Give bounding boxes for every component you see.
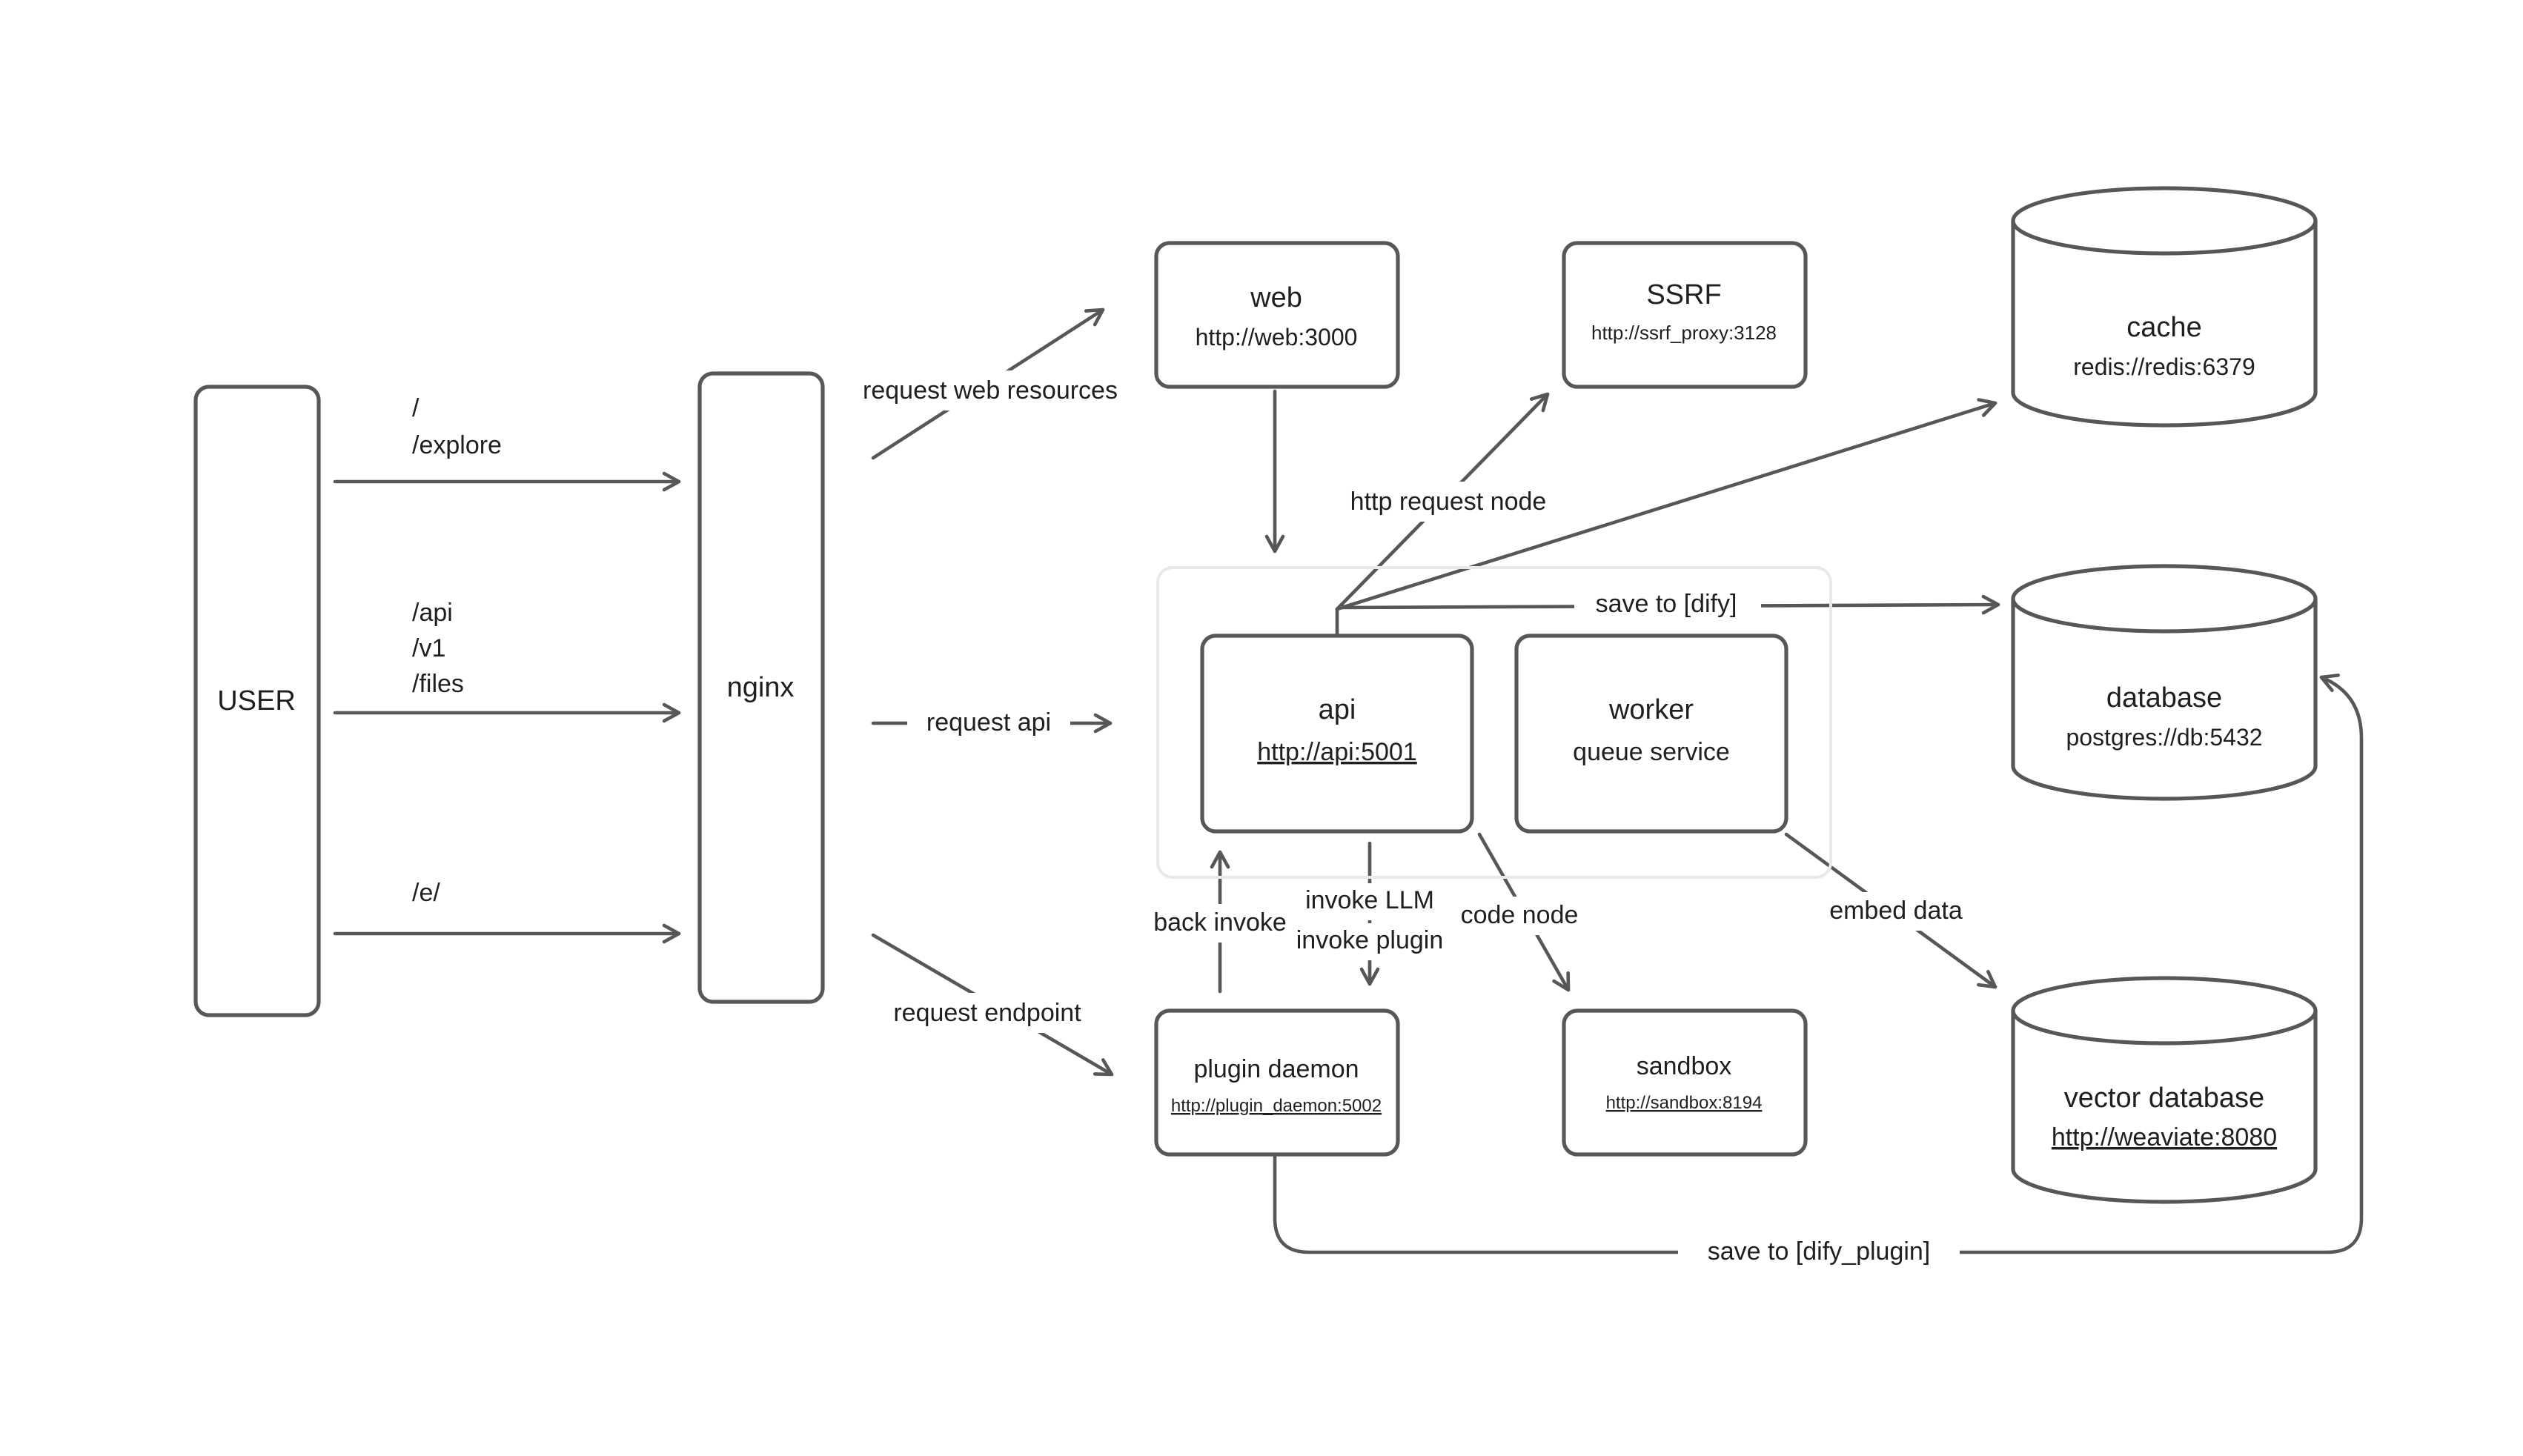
node-sandbox: sandbox http://sandbox:8194: [1562, 1008, 1808, 1157]
vector-database-title: vector database: [2064, 1083, 2264, 1114]
edge-label-user-root: /: [412, 394, 420, 422]
plugin-daemon-title: plugin daemon: [1193, 1055, 1359, 1083]
database-cylinder-body: [2011, 599, 2318, 801]
edge-label-user-explore: /explore: [412, 431, 502, 459]
api-title: api: [1319, 694, 1356, 725]
ssrf-box: [1562, 241, 1808, 389]
label-backplate: [1331, 482, 1565, 522]
plugin-daemon-url: http://plugin_daemon:5002: [1171, 1096, 1382, 1116]
nginx-box: [697, 371, 825, 1004]
diagram-edge-labels: / /explore /api /v1 /files /e/ request w…: [412, 370, 1970, 1271]
edge-api-cache: [1335, 398, 1997, 611]
nginx-label: nginx: [727, 672, 795, 703]
edge-label-user-api: /api: [412, 599, 453, 627]
node-api: api http://api:5001: [1200, 634, 1474, 834]
web-box: [1154, 241, 1400, 389]
worker-subtitle: queue service: [1573, 738, 1730, 766]
node-ssrf: SSRF http://ssrf_proxy:3128: [1562, 241, 1808, 389]
sandbox-box: [1562, 1008, 1808, 1157]
edge-label-user-v1: /v1: [412, 634, 445, 662]
diagram-nodes: USER nginx web http://web:3000 SSRF http…: [193, 186, 2318, 1204]
edge-label-embed-data: embed data: [1829, 897, 1963, 925]
label-backplate: [1454, 897, 1586, 935]
edge-label-invoke-llm: invoke LLM: [1305, 886, 1434, 914]
node-vector-database: vector database http://weaviate:8080: [2011, 976, 2318, 1204]
label-backplate: [1299, 883, 1441, 920]
worker-box: [1514, 634, 1788, 834]
label-backplate: [1678, 1231, 1960, 1271]
vector-database-cylinder-top: [2011, 976, 2318, 1046]
ssrf-url: http://ssrf_proxy:3128: [1591, 322, 1777, 344]
node-user: USER: [193, 385, 321, 1017]
database-url: postgres://db:5432: [2066, 724, 2262, 751]
edge-label-invoke-plugin: invoke plugin: [1296, 926, 1443, 954]
edge-label-request-web-resources: request web resources: [863, 376, 1118, 405]
edge-label-http-request-node: http request node: [1350, 488, 1547, 516]
edge-label-code-node: code node: [1461, 901, 1579, 929]
edge-label-request-api: request api: [926, 708, 1051, 737]
sandbox-url: http://sandbox:8194: [1606, 1093, 1763, 1113]
cache-cylinder-top: [2011, 186, 2318, 256]
edge-label-back-invoke: back invoke: [1153, 908, 1287, 937]
cache-title: cache: [2126, 312, 2201, 343]
ssrf-title: SSRF: [1646, 279, 1721, 310]
api-worker-container: [1156, 566, 1832, 879]
node-database: database postgres://db:5432: [2011, 564, 2318, 801]
label-backplate: [1284, 923, 1456, 960]
api-box: [1200, 634, 1474, 834]
edge-label-user-e: /e/: [412, 879, 440, 907]
web-title: web: [1250, 282, 1302, 313]
web-url: http://web:3000: [1196, 324, 1358, 350]
node-cache: cache redis://redis:6379: [2011, 186, 2318, 428]
database-cylinder-top: [2011, 564, 2318, 634]
node-nginx: nginx: [697, 371, 825, 1004]
node-worker: worker queue service: [1514, 634, 1788, 834]
worker-title: worker: [1608, 694, 1694, 725]
database-title: database: [2106, 682, 2222, 714]
label-backplate: [1144, 904, 1296, 943]
sandbox-title: sandbox: [1637, 1052, 1732, 1080]
user-label: USER: [217, 685, 296, 717]
label-backplate: [845, 993, 1131, 1033]
label-backplate: [848, 370, 1133, 410]
label-backplate: [907, 702, 1070, 742]
label-backplate: [1822, 892, 1970, 931]
node-plugin-daemon: plugin daemon http://plugin_daemon:5002: [1154, 1008, 1400, 1157]
user-box: [193, 385, 321, 1017]
edge-plugin-daemon-database: [1273, 674, 2364, 1254]
plugin-daemon-box: [1154, 1008, 1400, 1157]
vector-database-url: http://weaviate:8080: [2052, 1123, 2277, 1151]
api-url: http://api:5001: [1257, 738, 1417, 766]
cache-url: redis://redis:6379: [2073, 353, 2255, 380]
vector-database-cylinder-body: [2011, 1011, 2318, 1204]
node-web: web http://web:3000: [1154, 241, 1400, 389]
label-backplate: [1574, 584, 1761, 624]
edge-label-request-endpoint: request endpoint: [893, 999, 1081, 1027]
edge-label-user-files: /files: [412, 670, 464, 698]
edge-label-save-to-dify-plugin: save to [dify_plugin]: [1708, 1237, 1931, 1266]
cache-cylinder-body: [2011, 221, 2318, 428]
edge-label-save-to-dify: save to [dify]: [1596, 590, 1737, 618]
